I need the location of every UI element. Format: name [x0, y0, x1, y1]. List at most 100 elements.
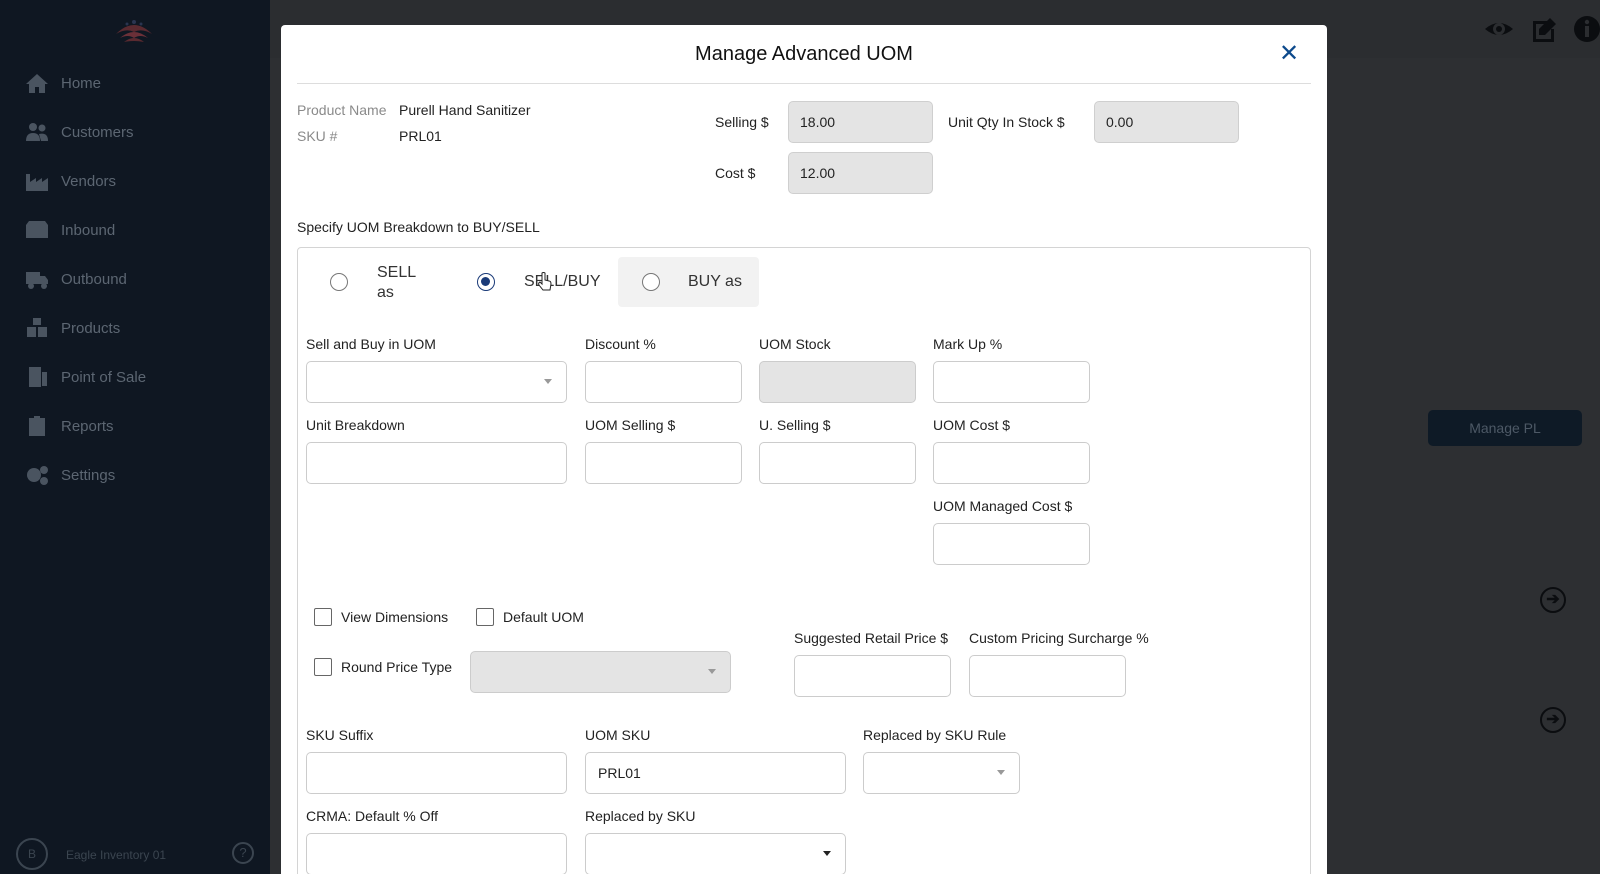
users-icon [24, 121, 50, 143]
round-price-type-checkbox[interactable] [314, 658, 332, 676]
markup-label: Mark Up % [933, 336, 1003, 352]
replaced-by-sku-rule-select[interactable] [863, 752, 1020, 794]
uom-managed-cost-label: UOM Managed Cost $ [933, 498, 1073, 514]
user-footer: B Eagle Inventory 01 ? [16, 838, 256, 874]
suggested-retail-label: Suggested Retail Price $ [794, 630, 949, 646]
info-icon[interactable] [1572, 14, 1600, 44]
divider [297, 83, 1311, 84]
sidebar-item-vendors[interactable]: Vendors [24, 166, 116, 196]
sidebar-item-label: Products [61, 319, 121, 337]
uom-selling-input[interactable] [585, 442, 742, 484]
sidebar-item-settings[interactable]: Settings [24, 460, 115, 490]
custom-surcharge-label: Custom Pricing Surcharge % [969, 630, 1149, 646]
uom-stock-field [759, 361, 916, 403]
discount-input[interactable] [585, 361, 742, 403]
sidebar-item-label: Vendors [61, 172, 117, 190]
sidebar-item-label: Customers [61, 123, 134, 141]
radio-sell-buy-label: SELL/BUY [524, 273, 601, 290]
close-icon[interactable]: ✕ [1278, 40, 1300, 67]
avatar[interactable]: B [16, 838, 48, 870]
uom-selling-label: UOM Selling $ [585, 417, 676, 433]
selling-field: 18.00 [788, 101, 933, 143]
chevron-down-icon [997, 770, 1005, 775]
sidebar-item-label: Home [61, 74, 102, 92]
help-icon[interactable]: ? [232, 842, 254, 864]
uom-breakdown-panel [297, 247, 1311, 874]
sidebar-item-products[interactable]: Products [24, 313, 120, 343]
radio-sell-as-label-line1: SELL [377, 264, 417, 281]
sidebar-item-reports[interactable]: Reports [24, 411, 114, 441]
truck-icon [24, 268, 50, 290]
round-price-type-select [470, 651, 731, 693]
gears-icon [24, 464, 50, 486]
unit-breakdown-input[interactable] [306, 442, 567, 484]
edit-icon[interactable] [1530, 14, 1560, 44]
eye-icon[interactable] [1484, 14, 1514, 44]
chevron-down-icon [544, 379, 552, 384]
home-icon [24, 72, 50, 94]
sku-suffix-label: SKU Suffix [306, 727, 374, 743]
unit-qty-field: 0.00 [1094, 101, 1239, 143]
chevron-down-icon [823, 851, 831, 856]
receipt-icon [24, 366, 50, 388]
sidebar-item-point-of-sale[interactable]: Point of Sale [24, 362, 146, 392]
sku-label: SKU # [297, 128, 338, 144]
default-uom-checkbox[interactable] [476, 608, 494, 626]
uom-sku-input[interactable]: PRL01 [585, 752, 846, 794]
chevron-down-icon [708, 669, 716, 674]
replaced-by-sku-rule-label: Replaced by SKU Rule [863, 727, 1007, 743]
sidebar-item-label: Reports [61, 417, 114, 435]
radio-sell-buy[interactable] [477, 273, 495, 291]
sidebar-item-label: Inbound [61, 221, 116, 239]
unit-breakdown-label: Unit Breakdown [306, 417, 405, 433]
custom-surcharge-input[interactable] [969, 655, 1126, 697]
selling-label: Selling $ [715, 114, 769, 130]
uom-managed-cost-input[interactable] [933, 523, 1090, 565]
sidebar-item-label: Point of Sale [61, 368, 147, 386]
unit-qty-label: Unit Qty In Stock $ [948, 114, 1065, 130]
view-dimensions-label: View Dimensions [341, 609, 449, 625]
replaced-by-sku-select[interactable] [585, 833, 846, 874]
uom-cost-input[interactable] [933, 442, 1090, 484]
boxes-icon [24, 317, 50, 339]
radio-buy-as-hover [618, 257, 759, 307]
uom-sku-label: UOM SKU [585, 727, 651, 743]
radio-sell-as[interactable] [330, 273, 348, 291]
radio-buy-as[interactable] [642, 273, 660, 291]
sku-value: PRL01 [399, 128, 442, 144]
uom-stock-label: UOM Stock [759, 336, 831, 352]
sidebar-item-inbound[interactable]: Inbound [24, 215, 115, 245]
u-selling-input[interactable] [759, 442, 916, 484]
breakdown-heading: Specify UOM Breakdown to BUY/SELL [297, 219, 540, 235]
discount-label: Discount % [585, 336, 656, 352]
sidebar-item-outbound[interactable]: Outbound [24, 264, 127, 294]
sell-buy-uom-label: Sell and Buy in UOM [306, 336, 436, 352]
cost-field: 12.00 [788, 152, 933, 194]
sidebar-item-label: Settings [61, 466, 116, 484]
sidebar-item-home[interactable]: Home [24, 68, 101, 98]
markup-input[interactable] [933, 361, 1090, 403]
product-name-label: Product Name [297, 102, 387, 118]
crma-default-off-input[interactable] [306, 833, 567, 874]
view-dimensions-checkbox[interactable] [314, 608, 332, 626]
product-name-value: Purell Hand Sanitizer [399, 102, 531, 118]
sku-suffix-input[interactable] [306, 752, 567, 794]
arrow-right-circle-icon[interactable]: ➔ [1540, 707, 1566, 733]
modal-title: Manage Advanced UOM [695, 43, 913, 65]
manage-pl-button[interactable]: Manage PL [1428, 410, 1582, 446]
user-name: Eagle Inventory 01 [66, 848, 167, 862]
sell-buy-uom-select[interactable] [306, 361, 567, 403]
inbox-icon [24, 219, 50, 241]
crma-default-off-label: CRMA: Default % Off [306, 808, 439, 824]
sidebar-item-label: Outbound [61, 270, 127, 288]
pointer-cursor-icon [538, 272, 552, 291]
manage-uom-modal: Manage Advanced UOM ✕ Product Name Purel… [281, 25, 1327, 874]
default-uom-label: Default UOM [503, 609, 584, 625]
radio-sell-as-label: SELL as [377, 263, 416, 303]
arrow-right-circle-icon[interactable]: ➔ [1540, 587, 1566, 613]
radio-sell-as-label-line2: as [377, 284, 394, 301]
suggested-retail-input[interactable] [794, 655, 951, 697]
sidebar: Home Customers Vendors Inbound Outbound … [0, 0, 270, 874]
round-price-type-label: Round Price Type [341, 659, 453, 675]
sidebar-item-customers[interactable]: Customers [24, 117, 134, 147]
